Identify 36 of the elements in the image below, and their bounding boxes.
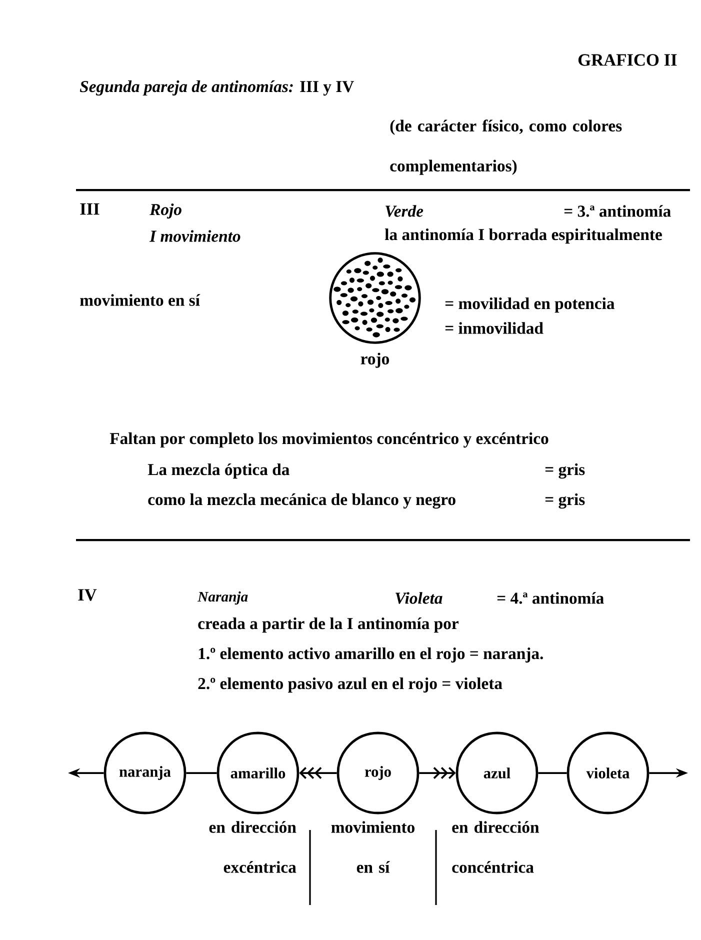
label-text: Rojo	[150, 203, 182, 219]
heading-text: Segunda pareja de antinomías: III y IV	[80, 80, 354, 96]
label-text: = gris	[545, 463, 585, 479]
label-text: Faltan por completo los movimientos concéntrico y excéntrico	[110, 432, 548, 448]
section-numeral: III	[80, 203, 100, 215]
label-text: I movimiento	[149, 230, 240, 242]
label-text: la antinomía I borrada espiritualmente	[384, 228, 662, 244]
label-text: movimiento en sí	[80, 294, 200, 306]
circle-node: violeta	[566, 732, 650, 814]
label-text: Naranja	[197, 591, 248, 605]
label-text: en dirección excéntrica	[209, 821, 296, 873]
label-text: = movilidad en potencia	[445, 297, 614, 313]
label-text: = inmovilidad	[445, 322, 544, 334]
circle-node: naranja	[104, 732, 186, 814]
label-text: como la mezcla mecánica de blanco y negro	[148, 493, 456, 509]
circle-caption: rojo	[360, 352, 390, 368]
label-text: 1.º elemento activo amarillo en el rojo = naranja.	[198, 647, 543, 663]
label-text: = gris	[545, 493, 585, 509]
label-text: La mezcla óptica da	[148, 463, 290, 479]
label-text: Violeta	[396, 592, 442, 604]
label-text: 2.º elemento pasivo azul en el rojo = violeta	[198, 677, 502, 693]
circle-node: amarillo	[216, 732, 300, 814]
arrow	[299, 767, 337, 779]
circle-node: rojo	[336, 732, 420, 814]
label-text: = 4.ª antinomía	[497, 592, 604, 604]
label-text: = 3.ª antinomía	[564, 205, 671, 217]
arrow	[419, 767, 456, 779]
label-text: Verde	[386, 205, 424, 217]
label-text: en dirección concéntrica	[452, 821, 540, 873]
circle-node: azul	[456, 732, 538, 814]
dotted-circle	[329, 252, 421, 344]
section-numeral: IV	[78, 589, 97, 601]
label-text: movimiento en sí	[331, 821, 414, 873]
label-text: creada a partir de la I antinomía por	[198, 617, 458, 633]
title: GRAFICO II	[578, 54, 677, 66]
note-text: (de carácter físico, como colores complementarios)	[390, 120, 622, 175]
